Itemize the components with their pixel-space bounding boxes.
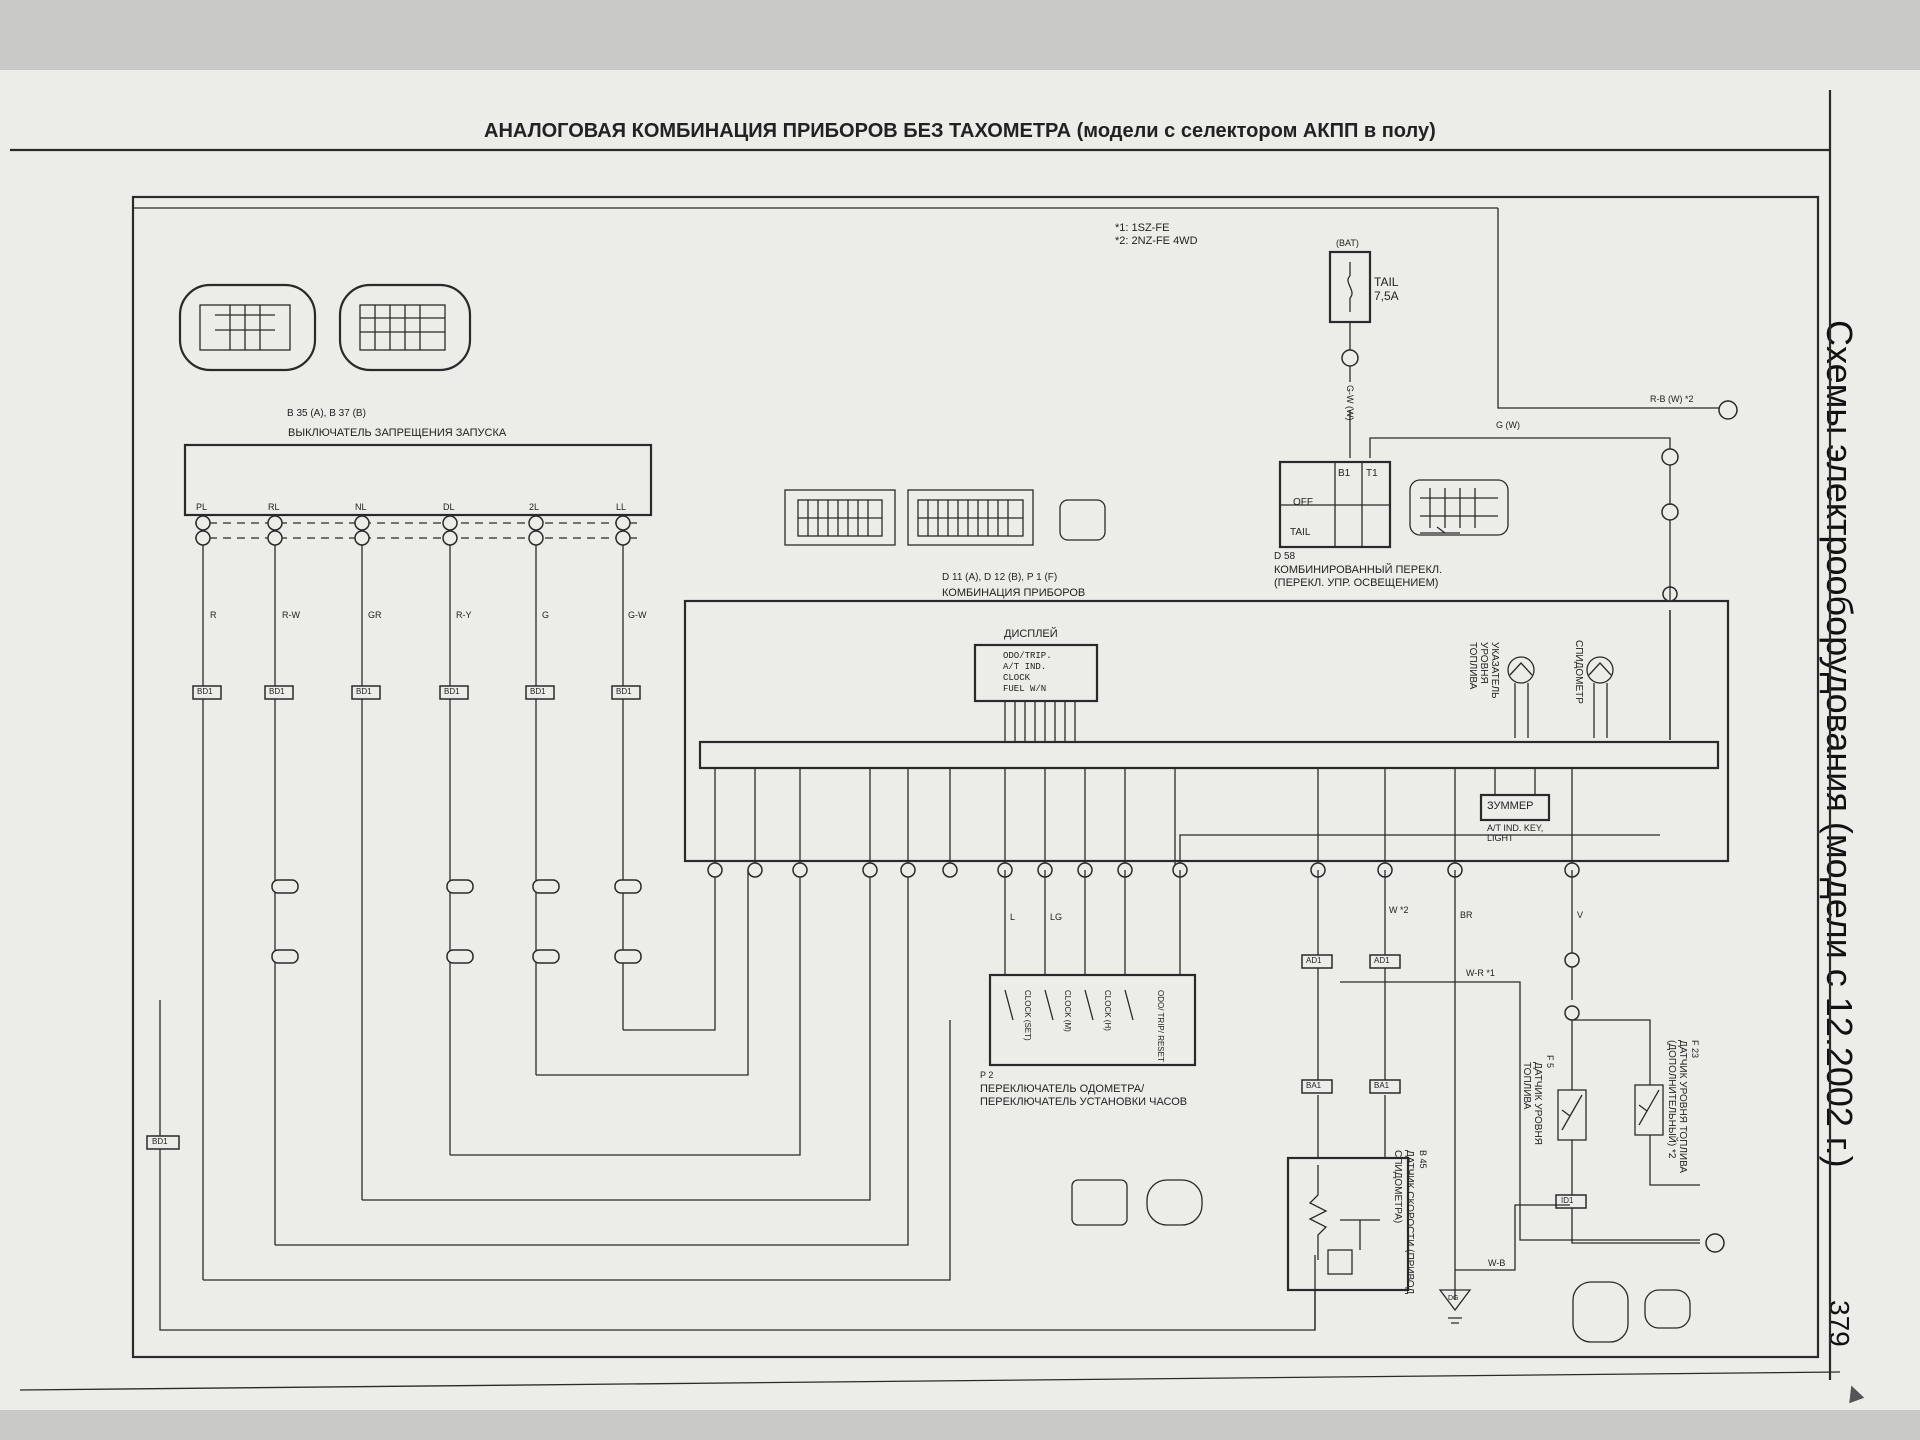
wire-ry: R-Y (456, 610, 472, 620)
connector-bd1-a: BD1 (197, 687, 213, 696)
pos-nl: NL (355, 502, 367, 512)
connector-ba1-b: BA1 (1374, 1081, 1390, 1090)
fuel-sensor-ref: F 5 (1545, 1055, 1555, 1069)
odometer-switch-box (988, 973, 1197, 1067)
fuel-sensor-title: ДАТЧИК УРОВНЯ ТОПЛИВА (1521, 1062, 1543, 1145)
connector-bd1-e: BD1 (530, 687, 546, 696)
switch-col-b1: B1 (1338, 468, 1351, 479)
odo-contact-3: CLOCK (H) (1103, 990, 1112, 1031)
connector-dg: DG (1448, 1295, 1459, 1302)
combo-switch-subtitle: (ПЕРЕКЛ. УПР. ОСВЕЩЕНИЕМ) (1274, 577, 1439, 589)
wire-g: G (542, 610, 550, 620)
inhibitor-switch-box (183, 443, 653, 517)
inhibitor-title: ВЫКЛЮЧАТЕЛЬ ЗАПРЕЩЕНИЯ ЗАПУСКА (288, 427, 507, 439)
wire-rb-w: R-B (W) *2 (1650, 394, 1694, 404)
display-line-2: A/T IND. (1003, 662, 1047, 672)
speed-sensor-title: ДАТЧИК СКОРОСТИ (ПРИВОД СПИДОМЕТРА) (1392, 1150, 1415, 1295)
connector-id1: ID1 (1561, 1196, 1574, 1205)
display-line-1: ODO/TRIP. (1003, 651, 1052, 661)
pos-ll: LL (616, 502, 627, 512)
pos-dl: DL (443, 502, 455, 512)
speed-sensor-ref: B 45 (1418, 1150, 1428, 1169)
wire-br: BR (1460, 910, 1473, 920)
instrument-cluster-box (683, 599, 1730, 863)
note-2: *2: 2NZ-FE 4WD (1115, 235, 1198, 247)
display-line-4: FUEL W/N (1003, 684, 1047, 694)
connector-ba1-a: BA1 (1306, 1081, 1322, 1090)
wire-l: L (1010, 912, 1016, 922)
aux-fuel-sensor-title: ДАТЧИК УРОВНЯ ТОПЛИВА (ДОПОЛНИТЕЛЬНЫЙ) *… (1666, 1040, 1688, 1174)
speedometer-label: СПИДОМЕТР (1573, 640, 1584, 704)
wire-w: W *2 (1389, 905, 1409, 915)
switch-col-t1: T1 (1366, 468, 1378, 479)
odo-switch-ref: P 2 (980, 1070, 994, 1080)
inhibitor-dashes (195, 522, 640, 539)
aux-fuel-sensor-ref: F 23 (1690, 1040, 1700, 1059)
diagram-frame (131, 195, 1820, 1359)
inhibitor-ref: B 35 (A), B 37 (B) (287, 408, 366, 419)
wire-gr: GR (368, 610, 382, 620)
odo-contact-4: ODO/ TRIP/ RESET (1156, 990, 1165, 1062)
fuse-name: TAIL (1374, 275, 1399, 289)
wire-rw: R-W (282, 610, 300, 620)
combo-switch-title: КОМБИНИРОВАННЫЙ ПЕРЕКЛ. (1274, 564, 1443, 576)
fuel-gauge-label: УКАЗАТЕЛЬ УРОВНЯ ТОПЛИВА (1467, 642, 1500, 699)
display-box (973, 643, 1099, 703)
connector-ad1-b: AD1 (1374, 956, 1390, 965)
connector-bd1-f: BD1 (616, 687, 632, 696)
wire-gw-w: G-W (W) (1345, 385, 1355, 421)
switch-tail-label: TAIL (1290, 527, 1311, 538)
pos-pl: PL (196, 502, 208, 512)
odo-contact-1: CLOCK (SET) (1023, 990, 1032, 1041)
pos-2l: 2L (529, 502, 540, 512)
note-1: *1: 1SZ-FE (1115, 222, 1170, 234)
odo-switch-title: ПЕРЕКЛЮЧАТЕЛЬ ОДОМЕТРА/ (980, 1083, 1145, 1095)
wire-wr: W-R *1 (1466, 968, 1495, 978)
wire-v: V (1577, 910, 1584, 920)
cluster-title: КОМБИНАЦИЯ ПРИБОРОВ (942, 587, 1086, 599)
wire-lg: LG (1050, 912, 1063, 922)
odo-switch-subtitle: ПЕРЕКЛЮЧАТЕЛЬ УСТАНОВКИ ЧАСОВ (980, 1096, 1188, 1108)
buzzer-box (1479, 793, 1551, 822)
connector-bd1-c: BD1 (356, 687, 372, 696)
wire-wb: W-B (1488, 1258, 1506, 1268)
fuse-bat-label: (BAT) (1336, 238, 1359, 248)
page-title: АНАЛОГОВАЯ КОМБИНАЦИЯ ПРИБОРОВ БЕЗ ТАХОМ… (484, 120, 1436, 142)
fuse-rating: 7,5A (1374, 289, 1399, 303)
connector-bd1-b: BD1 (269, 687, 285, 696)
connector-ad1-a: AD1 (1306, 956, 1322, 965)
odo-contact-2: CLOCK (M) (1063, 990, 1072, 1032)
switch-off-label: OFF (1293, 497, 1313, 508)
connector-bd1-g: BD1 (152, 1137, 168, 1146)
wire-g-w: G (W) (1496, 420, 1520, 430)
speed-sensor-box (1286, 1156, 1410, 1292)
buzzer-label: ЗУММЕР (1487, 800, 1534, 812)
wire-gw: G-W (628, 610, 647, 620)
display-title: ДИСПЛЕЙ (1004, 628, 1058, 640)
connector-bd1-d: BD1 (444, 687, 460, 696)
buzzer-sublabel: A/T IND. KEY, LIGHT (1487, 823, 1544, 843)
wire-r: R (210, 610, 217, 620)
inhibitor-connector-icons (178, 283, 472, 372)
display-line-3: CLOCK (1003, 673, 1031, 683)
cluster-ref: D 11 (A), D 12 (B), P 1 (F) (942, 572, 1058, 583)
combo-switch-id: D 58 (1274, 551, 1296, 562)
schematic-sheet (0, 70, 1920, 1410)
pos-rl: RL (268, 502, 280, 512)
